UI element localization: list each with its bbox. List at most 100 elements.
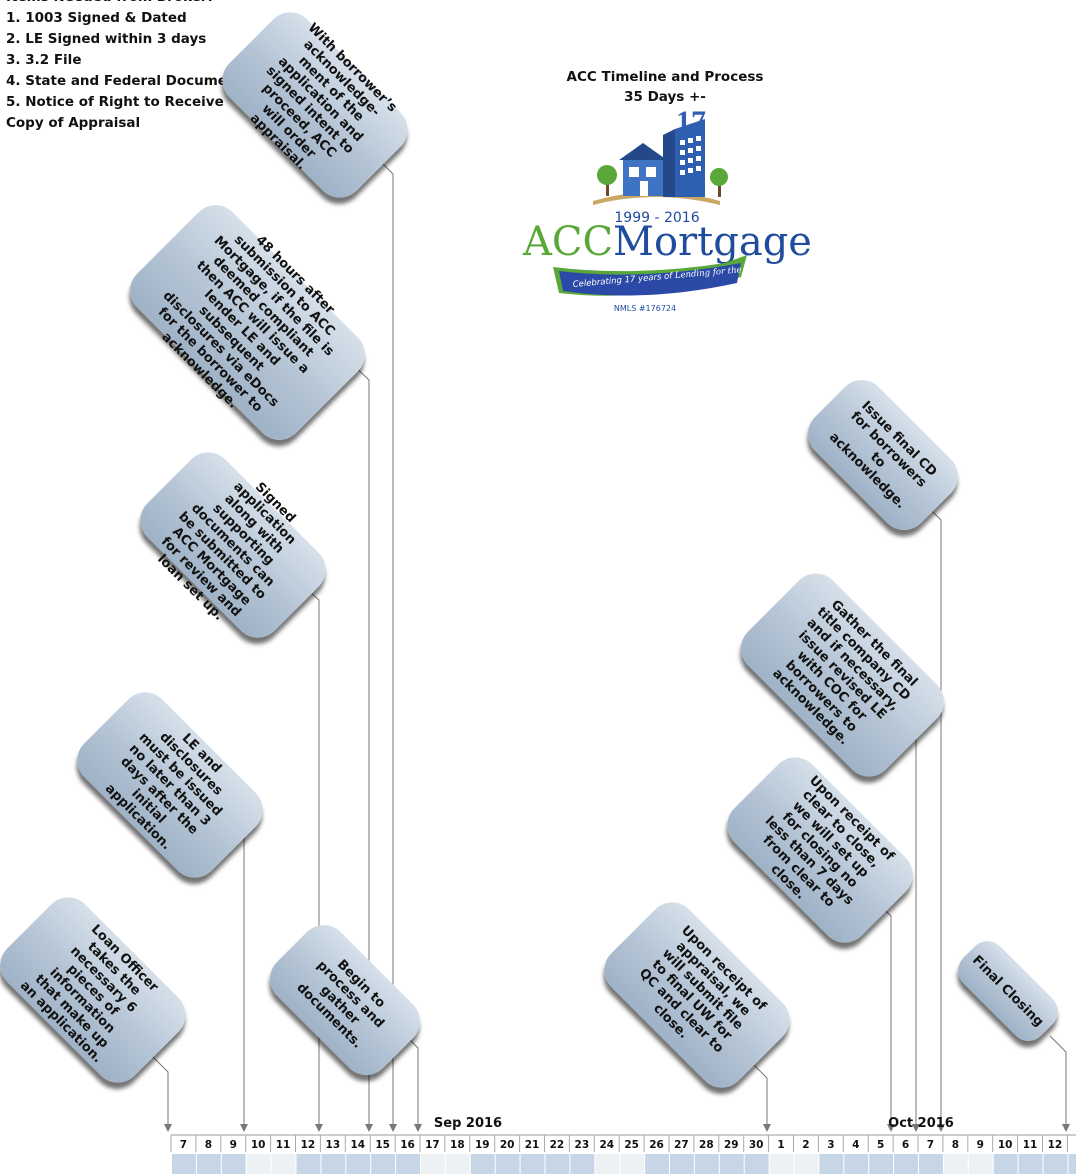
day-label: 28 (699, 1139, 714, 1151)
diagram-title-line-1: ACC Timeline and Process (566, 69, 764, 85)
day-label: 20 (500, 1139, 515, 1151)
day-cell (570, 1154, 595, 1174)
day-cell (844, 1154, 869, 1174)
arrow-down-icon (414, 1124, 422, 1132)
day-cell (520, 1154, 545, 1174)
items-needed-item-2: 2. LE Signed within 3 days (6, 31, 207, 47)
day-label: 11 (1023, 1139, 1038, 1151)
day-cell (1018, 1154, 1043, 1174)
step-connector (1049, 1035, 1067, 1128)
logo-brand-acc: ACC (522, 219, 613, 265)
day-label: 27 (674, 1139, 689, 1151)
step-connector (898, 708, 917, 1128)
day-label: 29 (724, 1139, 739, 1151)
day-cell (296, 1154, 321, 1174)
day-label: 1 (777, 1139, 784, 1151)
day-label: 9 (977, 1139, 984, 1151)
tree-icon (710, 168, 728, 197)
day-cell (421, 1154, 445, 1174)
day-cell (221, 1154, 246, 1174)
day-cell (470, 1154, 495, 1174)
day-label: 23 (575, 1139, 590, 1151)
day-label: 16 (400, 1139, 415, 1151)
day-label: 30 (749, 1139, 764, 1151)
day-cell (196, 1154, 221, 1174)
building-icon: 17 (663, 105, 706, 197)
day-label: 12 (301, 1139, 316, 1151)
diagram-title-line-2: 35 Days +- (624, 89, 706, 105)
day-cell (769, 1154, 794, 1174)
day-cell (246, 1154, 271, 1174)
day-cell (819, 1154, 844, 1174)
logo-brand-mortgage: Mortgage (613, 219, 812, 265)
arrow-down-icon (315, 1124, 323, 1132)
day-label: 15 (375, 1139, 390, 1151)
day-cell (495, 1154, 520, 1174)
arrow-down-icon (912, 1124, 920, 1132)
items-needed-list: Items Needed from Broker: 1. 1003 Signed… (6, 0, 251, 134)
day-cell (943, 1154, 968, 1174)
day-label: 7 (180, 1139, 187, 1151)
diagram-title: ACC Timeline and Process 35 Days +- (560, 67, 770, 107)
step-connector (228, 822, 245, 1128)
day-label: 14 (350, 1139, 365, 1151)
day-label: 7 (927, 1139, 934, 1151)
day-label: 21 (525, 1139, 540, 1151)
day-label: 12 (1048, 1139, 1063, 1151)
day-cell (545, 1154, 570, 1174)
items-needed-header: Items Needed from Broker: (6, 0, 251, 8)
day-label: 24 (599, 1139, 614, 1151)
items-needed-item-1: 1. 1003 Signed & Dated (6, 10, 187, 26)
day-cell (719, 1154, 744, 1174)
day-label: 22 (550, 1139, 565, 1151)
day-cell (172, 1154, 196, 1174)
items-needed-item-6: Copy of Appraisal (6, 115, 141, 131)
day-cell (794, 1154, 819, 1174)
day-label: 25 (624, 1139, 639, 1151)
day-cell (1043, 1154, 1068, 1174)
day-label: 17 (425, 1139, 440, 1151)
step-connector (924, 503, 942, 1128)
acc-mortgage-logo: 17 1999 - 2016 ACC Mortgage Celebrating … (522, 105, 812, 313)
day-cell (271, 1154, 296, 1174)
day-label: 10 (998, 1139, 1013, 1151)
day-label: 5 (877, 1139, 884, 1151)
arrow-down-icon (164, 1124, 172, 1132)
day-cell (346, 1154, 371, 1174)
day-label: 6 (902, 1139, 909, 1151)
tree-icon (597, 165, 617, 196)
month-label-oct: Oct 2016 (888, 1116, 954, 1131)
day-cell (321, 1154, 346, 1174)
arrow-down-icon (389, 1124, 397, 1132)
step-connector (151, 1055, 169, 1128)
step-connector (874, 900, 892, 1128)
month-label-sep: Sep 2016 (434, 1116, 502, 1131)
step-connector (402, 1032, 419, 1128)
day-label: 10 (251, 1139, 266, 1151)
day-label: 18 (450, 1139, 465, 1151)
day-cell (396, 1154, 420, 1174)
arrow-down-icon (937, 1124, 945, 1132)
day-cell (445, 1154, 470, 1174)
day-label: 19 (475, 1139, 490, 1151)
day-label: 4 (852, 1139, 859, 1151)
day-cell (968, 1154, 993, 1174)
day-cell (919, 1154, 943, 1174)
day-cell (694, 1154, 719, 1174)
day-label: 11 (276, 1139, 291, 1151)
items-needed-item-4: 4. State and Federal Documents (6, 73, 252, 89)
step-connector (301, 584, 320, 1128)
house-icon (619, 143, 667, 196)
arrow-down-icon (1062, 1124, 1070, 1132)
logo-nmls: NMLS #176724 (614, 304, 676, 313)
day-label: 8 (205, 1139, 212, 1151)
arrow-down-icon (887, 1124, 895, 1132)
arrow-down-icon (763, 1124, 771, 1132)
day-cell (744, 1154, 769, 1174)
arrow-down-icon (365, 1124, 373, 1132)
day-cell (670, 1154, 694, 1174)
day-label: 26 (649, 1139, 664, 1151)
day-label: 3 (827, 1139, 834, 1151)
day-label: 13 (326, 1139, 341, 1151)
logo-badge-number: 17 (676, 105, 706, 138)
